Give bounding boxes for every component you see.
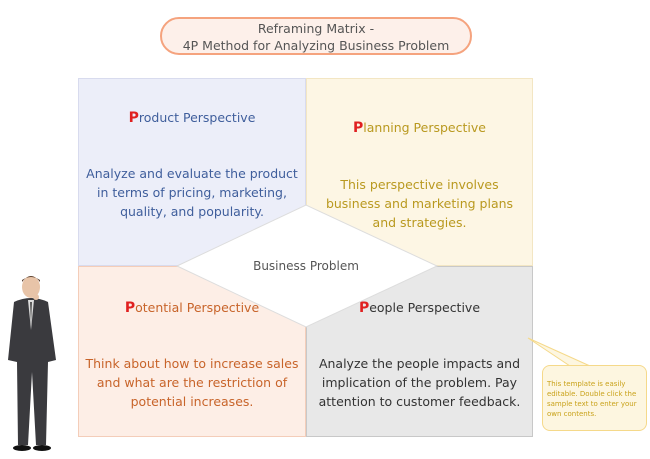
note-callout: This template is easily editable. Double… [542, 365, 647, 431]
diagram-title: Reframing Matrix - 4P Method for Analyzi… [160, 17, 472, 55]
quadrant-body: Think about how to increase sales and wh… [85, 356, 299, 409]
businessman-figure [8, 276, 56, 451]
quadrant-body: This perspective involves business and m… [325, 177, 514, 230]
quadrant-body: Analyze and evaluate the product in term… [86, 166, 298, 219]
center-label: Business Problem [253, 259, 359, 273]
title-line-2: 4P Method for Analyzing Business Problem [182, 38, 450, 53]
quadrant-body: Analyze the people impacts and implicati… [318, 356, 521, 409]
center-diamond [175, 204, 439, 328]
quadrant-heading: Product Perspective [128, 110, 256, 126]
quadrant-heading: Potential Perspective [124, 300, 260, 316]
quadrant-heading: Planning Perspective [353, 120, 486, 136]
quadrant-product: Product Perspective Analyze and evaluate… [78, 78, 306, 266]
quadrant-heading: People Perspective [358, 300, 481, 316]
note-pointer [527, 337, 591, 367]
title-line-1: Reframing Matrix - [257, 21, 375, 36]
